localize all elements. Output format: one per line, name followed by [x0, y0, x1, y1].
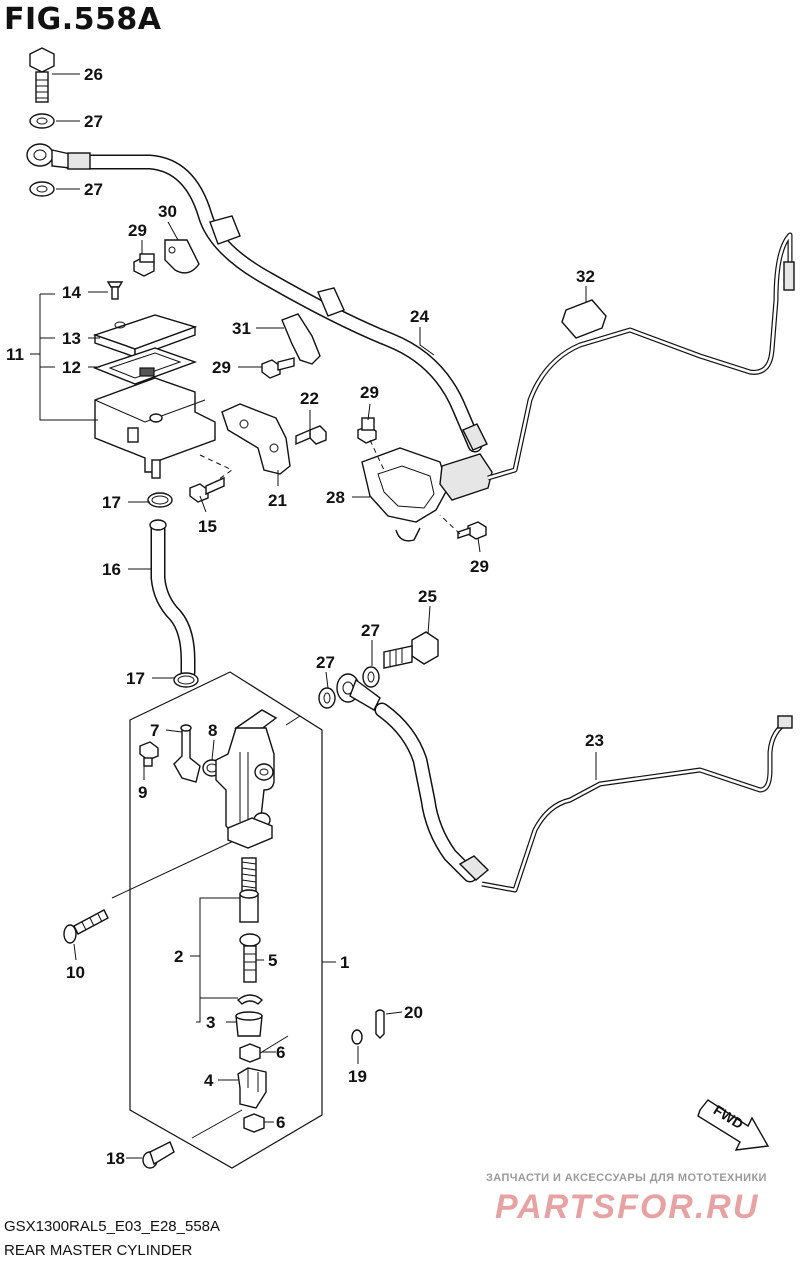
label-11: 11 — [6, 345, 24, 364]
watermark-logo: PARTSFOR.RU — [495, 1188, 759, 1226]
gasket-washer-27-left[interactable] — [318, 687, 336, 709]
label-15: 15 — [198, 517, 217, 536]
label-32: 32 — [576, 267, 595, 286]
label-27-second: 27 — [84, 180, 103, 199]
label-31: 31 — [232, 319, 251, 338]
leader-lines — [30, 73, 597, 1159]
label-24: 24 — [410, 307, 429, 326]
reservoir-hose-16[interactable] — [149, 519, 196, 680]
assembly-outline — [129, 671, 323, 1169]
washer-19[interactable] — [351, 1029, 363, 1045]
part-number-labels: 26 27 27 29 30 14 11 13 12 31 29 24 32 2… — [6, 65, 604, 1168]
label-27-right: 27 — [361, 621, 380, 640]
label-29-middle: 29 — [212, 358, 231, 377]
hose-joint-7[interactable] — [173, 724, 201, 783]
label-6-upper: 6 — [276, 1043, 285, 1062]
label-30: 30 — [158, 202, 177, 221]
bolt-29-middle[interactable] — [261, 357, 295, 379]
master-cylinder-body[interactable] — [215, 709, 278, 849]
svg-text:PARTSFOR.RU: PARTSFOR.RU — [495, 1188, 759, 1226]
label-12: 12 — [62, 358, 81, 377]
guide-line-bracket — [199, 454, 233, 483]
return-spring[interactable] — [241, 857, 257, 893]
screw-9[interactable] — [139, 741, 159, 767]
watermark-tagline: ЗАПЧАСТИ И АКСЕССУАРЫ ДЛЯ МОТОТЕХНИКИ — [486, 1172, 767, 1184]
bolt-29-upper[interactable] — [133, 253, 155, 277]
hose-clamp-31[interactable] — [281, 313, 321, 365]
hose-clip-17-upper[interactable] — [147, 492, 173, 508]
brake-hose-upper[interactable] — [62, 154, 488, 453]
label-9: 9 — [138, 783, 147, 802]
label-3: 3 — [206, 1013, 215, 1032]
label-16: 16 — [102, 560, 121, 579]
union-bolt-25[interactable] — [383, 631, 439, 669]
label-17-lower: 17 — [126, 669, 145, 688]
brake-joint-28[interactable] — [361, 447, 493, 542]
bolt-29-lower[interactable] — [457, 521, 487, 540]
label-25: 25 — [418, 587, 437, 606]
label-23: 23 — [585, 731, 604, 750]
circlip[interactable] — [236, 994, 264, 1005]
label-27-left: 27 — [316, 653, 335, 672]
reservoir-diaphragm-12[interactable] — [92, 347, 198, 385]
label-26: 26 — [84, 65, 103, 84]
label-22: 22 — [300, 389, 319, 408]
label-20: 20 — [404, 1003, 423, 1022]
reservoir-screw-14[interactable] — [106, 281, 124, 300]
label-1: 1 — [340, 953, 349, 972]
banjo-fitting-upper[interactable] — [26, 143, 91, 170]
drawing-caption: REAR MASTER CYLINDER — [4, 1242, 193, 1259]
boot-3[interactable] — [235, 1011, 263, 1037]
bolt-15[interactable] — [189, 476, 225, 503]
pipe-clamp-32[interactable] — [561, 299, 607, 339]
pushrod-5[interactable] — [239, 933, 261, 983]
union-bolt-26[interactable] — [29, 47, 55, 103]
figure-title: FIG.558A — [4, 2, 162, 37]
guide-line-joint — [369, 439, 461, 535]
nut-6-upper[interactable] — [239, 1043, 261, 1063]
label-29-lower: 29 — [470, 557, 489, 576]
bolt-22[interactable] — [295, 425, 327, 446]
label-6-lower: 6 — [276, 1113, 285, 1132]
label-17-upper: 17 — [102, 493, 121, 512]
drawing-code: GSX1300RAL5_E03_E28_558A — [4, 1218, 221, 1235]
gasket-washer-27-right[interactable] — [362, 666, 380, 688]
label-13: 13 — [62, 329, 81, 348]
screw-10[interactable] — [63, 909, 109, 944]
label-4: 4 — [204, 1071, 214, 1090]
clevis-4[interactable] — [237, 1067, 267, 1109]
bolt-29-joint[interactable] — [357, 417, 377, 444]
reservoir-body-11[interactable] — [94, 377, 216, 479]
clevis-pin-18[interactable] — [142, 1141, 175, 1169]
label-29-upper: 29 — [128, 221, 147, 240]
forward-direction-arrow: FWD — [697, 1099, 770, 1151]
label-19: 19 — [348, 1067, 367, 1086]
label-28: 28 — [326, 488, 345, 507]
label-14: 14 — [62, 283, 81, 302]
brake-hose-lower[interactable] — [374, 702, 490, 883]
cotter-pin-20[interactable] — [375, 1009, 385, 1039]
gasket-washer-27-second[interactable] — [29, 181, 55, 197]
hose-clip-17-lower[interactable] — [173, 672, 199, 688]
label-10: 10 — [66, 963, 85, 982]
brake-pipe-lower[interactable] — [481, 715, 793, 893]
hose-clamp-30[interactable] — [164, 239, 200, 274]
piston-2[interactable] — [239, 889, 259, 923]
label-18: 18 — [106, 1149, 125, 1168]
label-5: 5 — [268, 951, 277, 970]
brake-pipe-upper[interactable] — [487, 232, 795, 481]
label-27-top: 27 — [84, 112, 103, 131]
label-2: 2 — [174, 947, 183, 966]
assembly-guide-lines — [111, 715, 301, 1139]
label-7: 7 — [150, 721, 159, 740]
bracket-21[interactable] — [221, 403, 291, 475]
label-8: 8 — [208, 721, 217, 740]
nut-6-lower[interactable] — [243, 1113, 265, 1133]
label-21: 21 — [268, 491, 287, 510]
banjo-fitting-lower[interactable] — [336, 673, 381, 711]
gasket-washer-27-top[interactable] — [29, 113, 55, 129]
label-29-joint: 29 — [360, 383, 379, 402]
